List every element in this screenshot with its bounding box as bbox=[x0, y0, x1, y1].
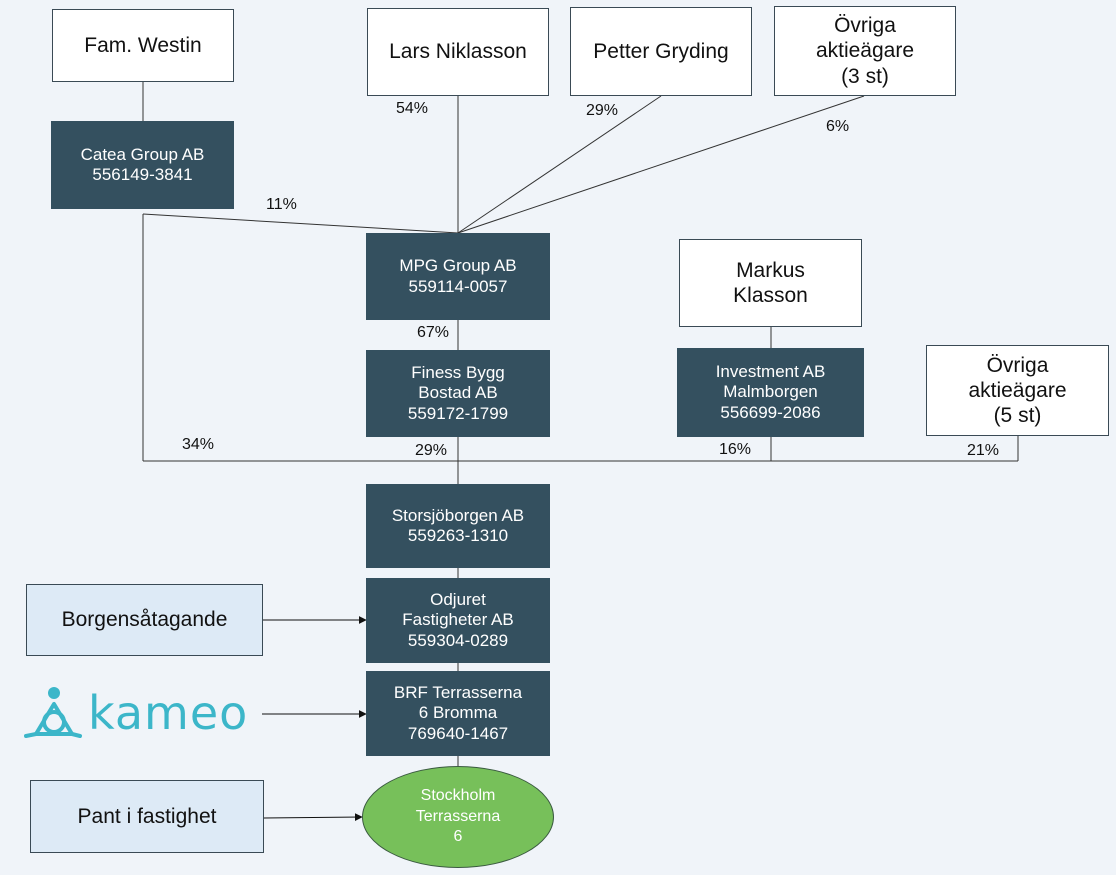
company-investment-malmborgen: Investment AB Malmborgen 556699-2086 bbox=[677, 348, 864, 437]
owner-ovriga-3: Övriga aktieägare (3 st) bbox=[774, 6, 956, 96]
company-odjuret-fastigheter: Odjuret Fastigheter AB 559304-0289 bbox=[366, 578, 550, 663]
company-finess-bygg-label: Finess Bygg Bostad AB 559172-1799 bbox=[407, 362, 509, 423]
company-mpg-group-label: MPG Group AB 559114-0057 bbox=[399, 256, 517, 296]
owner-markus-klasson: Markus Klasson bbox=[679, 239, 862, 327]
company-brf-terrasserna: BRF Terrasserna 6 Bromma 769640-1467 bbox=[366, 671, 550, 756]
owner-petter-gryding-label: Petter Gryding bbox=[593, 39, 729, 63]
owner-lars-niklasson-label: Lars Niklasson bbox=[389, 40, 527, 64]
company-brf-terrasserna-label: BRF Terrasserna 6 Bromma 769640-1467 bbox=[393, 682, 523, 743]
owner-ovriga-3-label: Övriga aktieägare (3 st) bbox=[815, 14, 915, 88]
security-pant-i-fastighet-label: Pant i fastighet bbox=[77, 804, 217, 828]
owner-petter-gryding: Petter Gryding bbox=[570, 7, 752, 96]
company-catea-group-label: Catea Group AB 556149-3841 bbox=[80, 144, 205, 184]
property-stockholm-terrasserna: Stockholm Terrasserna 6 bbox=[362, 766, 554, 868]
owner-fam-westin-label: Fam. Westin bbox=[84, 33, 202, 57]
company-finess-bygg: Finess Bygg Bostad AB 559172-1799 bbox=[366, 350, 550, 437]
company-catea-group: Catea Group AB 556149-3841 bbox=[51, 121, 234, 209]
security-pant-i-fastighet: Pant i fastighet bbox=[30, 780, 264, 853]
owner-ovriga-5: Övriga aktieägare (5 st) bbox=[926, 345, 1109, 436]
pct-petter-mpg: 29% bbox=[586, 102, 619, 119]
pct-ovriga5-storsjo: 21% bbox=[967, 442, 1000, 459]
pct-catea-storsjo: 34% bbox=[182, 436, 215, 453]
pct-investment-storsjo: 16% bbox=[719, 441, 752, 458]
company-storsjoborgen: Storsjöborgen AB 559263-1310 bbox=[366, 484, 550, 568]
kameo-logo-text: kameo bbox=[88, 686, 249, 740]
owner-fam-westin: Fam. Westin bbox=[52, 9, 234, 82]
pct-catea-mpg: 11% bbox=[266, 196, 297, 213]
pct-lars-mpg: 54% bbox=[396, 100, 429, 117]
company-odjuret-fastigheter-label: Odjuret Fastigheter AB 559304-0289 bbox=[402, 589, 514, 650]
pct-mpg-finess: 67% bbox=[417, 324, 450, 341]
pct-ovriga3-mpg: 6% bbox=[826, 118, 850, 135]
owner-markus-klasson-label: Markus Klasson bbox=[733, 258, 808, 307]
security-borgensatagande: Borgensåtagande bbox=[26, 584, 263, 656]
pct-finess-storsjo: 29% bbox=[415, 442, 448, 459]
company-storsjoborgen-label: Storsjöborgen AB 559263-1310 bbox=[391, 505, 525, 545]
company-investment-malmborgen-label: Investment AB Malmborgen 556699-2086 bbox=[715, 361, 826, 422]
kameo-logo-icon bbox=[24, 687, 82, 738]
company-mpg-group: MPG Group AB 559114-0057 bbox=[366, 233, 550, 320]
owner-lars-niklasson: Lars Niklasson bbox=[367, 8, 549, 96]
property-stockholm-terrasserna-label: Stockholm Terrasserna 6 bbox=[415, 786, 501, 846]
security-borgensatagande-label: Borgensåtagande bbox=[61, 608, 228, 632]
owner-ovriga-5-label: Övriga aktieägare (5 st) bbox=[968, 353, 1067, 428]
